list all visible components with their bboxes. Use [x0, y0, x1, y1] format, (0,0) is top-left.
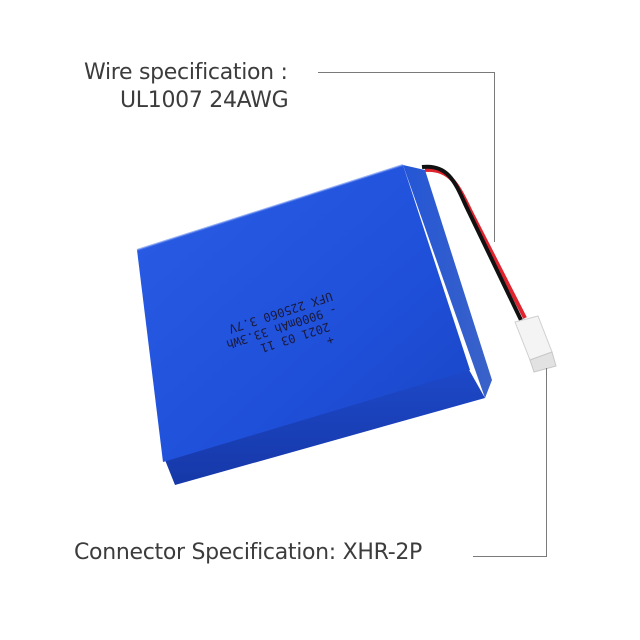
wire-spec-value: UL1007 24AWG	[120, 88, 289, 113]
connector-leader-vertical	[546, 368, 547, 557]
xhr-2p-connector	[514, 315, 557, 373]
battery-top-face	[137, 165, 470, 462]
wire-spec-title: Wire specification :	[84, 60, 288, 85]
battery-right-face	[403, 165, 492, 398]
svg-text:+: +	[325, 333, 336, 349]
connector-spec-label: Connector Specification: XHR-2P	[74, 540, 423, 565]
wire-leader-horizontal	[318, 72, 495, 73]
wire-leader-vertical	[494, 72, 495, 242]
connector-leader-horizontal	[473, 556, 547, 557]
battery-front-face	[165, 368, 485, 485]
wire-pair	[421, 164, 527, 321]
